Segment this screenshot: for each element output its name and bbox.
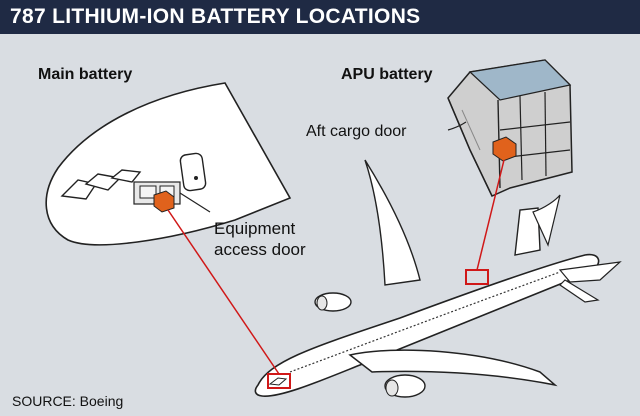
aft-section-drawing — [447, 59, 573, 197]
apu-battery-marker — [465, 269, 489, 285]
nose-section-drawing — [45, 82, 292, 246]
main-battery-label: Main battery — [38, 66, 133, 83]
aircraft-drawing — [254, 159, 622, 398]
main-battery-leader-line — [167, 209, 280, 375]
source-credit: SOURCE: Boeing — [12, 393, 124, 409]
apu-battery-leader-line — [476, 159, 505, 271]
apu-battery-label: APU battery — [341, 66, 433, 83]
aft-cargo-door-label: Aft cargo door — [306, 123, 407, 140]
title-bar: 787 LITHIUM-ION BATTERY LOCATIONS — [0, 0, 640, 34]
graphic-title: 787 LITHIUM-ION BATTERY LOCATIONS — [10, 5, 421, 28]
location-markers — [167, 159, 505, 389]
equipment-access-door-label: Equipment access door — [214, 219, 306, 259]
